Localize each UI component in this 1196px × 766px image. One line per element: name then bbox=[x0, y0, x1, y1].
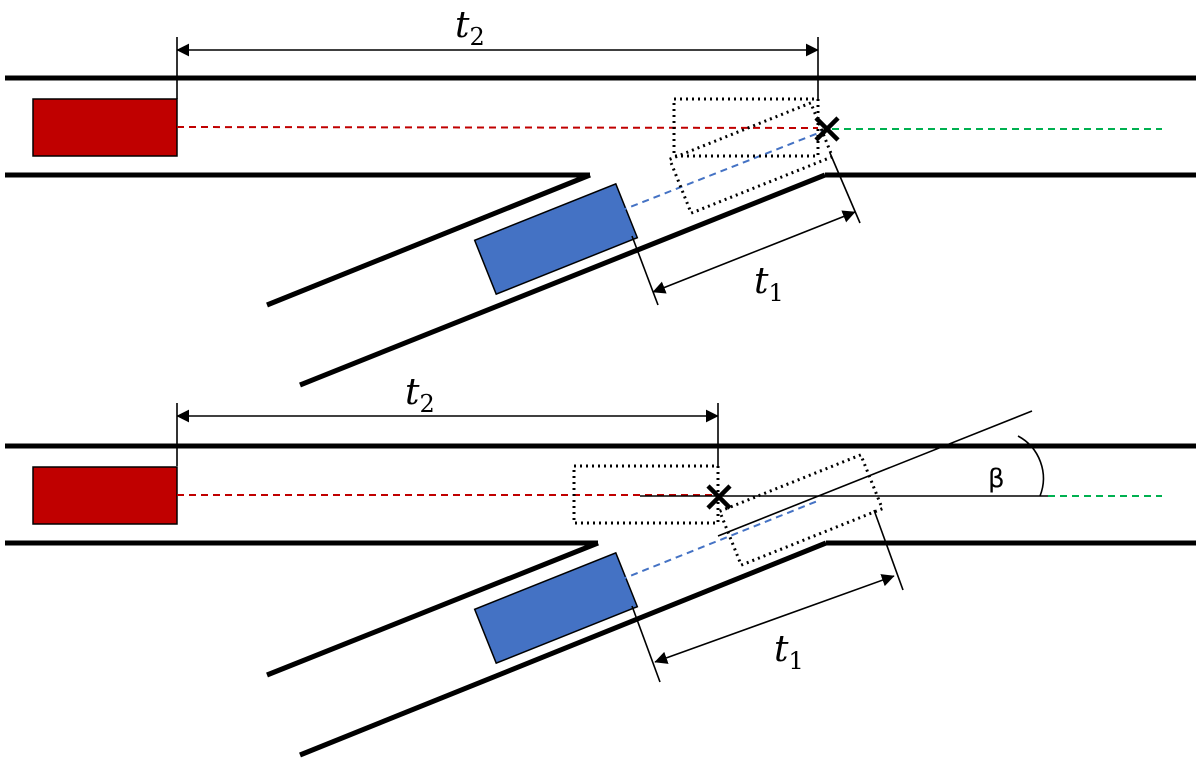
merging-vehicle bbox=[473, 182, 639, 296]
t1-extension-left bbox=[631, 605, 661, 683]
merging-vehicle-path bbox=[619, 129, 827, 212]
merging-vehicle bbox=[473, 551, 639, 665]
conflict-point-cross-icon bbox=[706, 484, 732, 510]
t1-dimension-arrow bbox=[654, 574, 895, 664]
ramp-upper-edge bbox=[266, 172, 591, 308]
main-vehicle-ghost-outline bbox=[572, 464, 720, 525]
main-vehicle-path bbox=[176, 126, 819, 129]
conflict-point-cross-icon bbox=[814, 116, 840, 142]
merging-vehicle-ghost-outline bbox=[717, 452, 885, 568]
t1-extension-right bbox=[829, 152, 861, 224]
bottom-panel: β t2 t1 bbox=[5, 372, 1196, 758]
top-panel: t2 t1 bbox=[5, 5, 1196, 388]
t1-label: t1 bbox=[774, 629, 804, 675]
t1-label: t1 bbox=[754, 261, 784, 307]
t1-dimension-arrow bbox=[652, 210, 856, 294]
t1-extension-right bbox=[873, 509, 904, 591]
main-vehicle bbox=[32, 98, 178, 157]
main-vehicle-ghost-outline bbox=[672, 97, 820, 158]
beta-label: β bbox=[988, 464, 1005, 494]
merging-vehicle-ghost-outline bbox=[667, 100, 835, 216]
main-vehicle bbox=[32, 466, 178, 525]
t2-label: t2 bbox=[455, 5, 485, 51]
merge-angle-line bbox=[717, 410, 1033, 537]
t2-label: t2 bbox=[405, 372, 435, 418]
t1-extension-left bbox=[631, 235, 659, 306]
ramp-lower-edge bbox=[299, 172, 826, 388]
beta-angle-arc bbox=[1017, 435, 1045, 497]
ramp-upper-edge bbox=[266, 540, 599, 678]
